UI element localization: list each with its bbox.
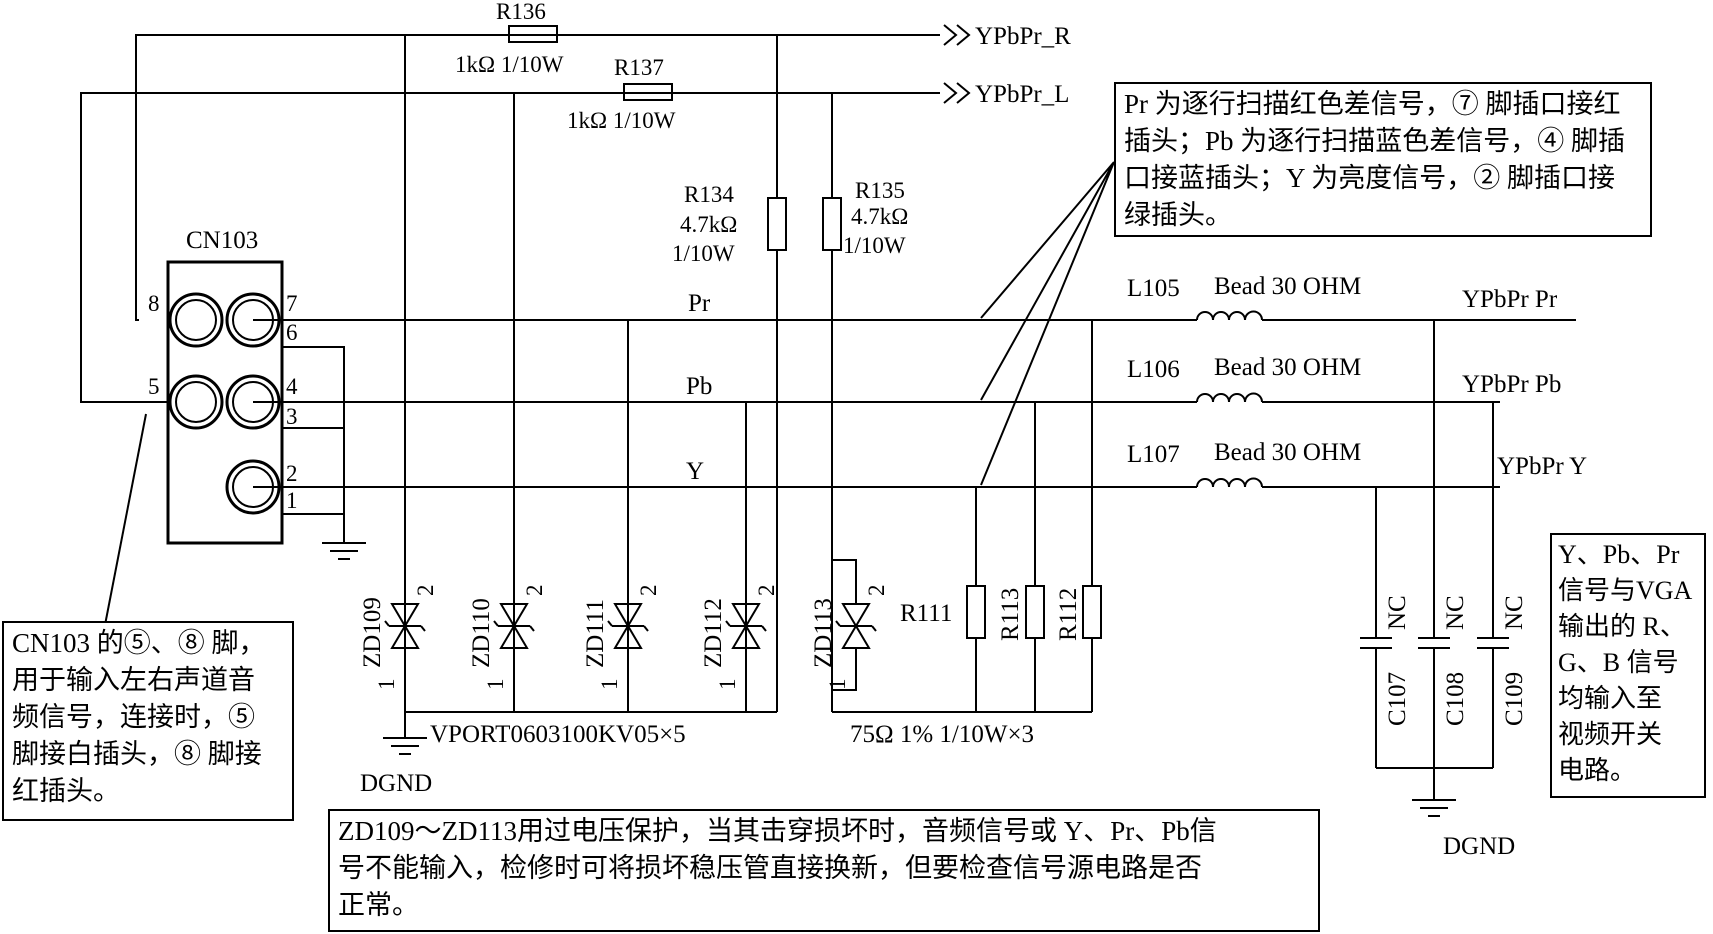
cn103-label: CN103 <box>186 227 258 254</box>
c108-label: C108 <box>1442 672 1469 726</box>
ypbpr-r-label: YPbPr_R <box>975 23 1071 50</box>
zd111-pin1: 1 <box>597 679 622 691</box>
l105-bead: Bead 30 OHM <box>1214 273 1361 300</box>
note-overvoltage-protection: ZD109～ZD113用过电压保护，当其击穿损坏时，音频信号或 Y、Pr、Pb信… <box>328 809 1320 932</box>
zd110-pin1: 1 <box>483 679 508 691</box>
l105-label: L105 <box>1127 275 1180 302</box>
r136-label: R136 <box>496 0 546 24</box>
out-pr-label: YPbPr Pr <box>1462 286 1558 313</box>
c109-nc: NC <box>1501 595 1528 630</box>
zd112-pin1: 1 <box>715 679 740 691</box>
out-y-label: YPbPr Y <box>1497 453 1587 480</box>
pin-7: 7 <box>286 291 298 316</box>
zd110-pin2: 2 <box>522 585 547 597</box>
vport-label: VPORT0603100KV05×5 <box>430 721 686 748</box>
c107-label: C107 <box>1384 672 1411 726</box>
zd113-pin1: 1 <box>825 679 850 691</box>
y-label: Y <box>686 458 704 485</box>
r134-power: 1/10W <box>672 241 735 266</box>
r135-power: 1/10W <box>843 233 906 258</box>
pin-5: 5 <box>148 374 160 399</box>
zd109-pin2: 2 <box>413 585 438 597</box>
r137-label: R137 <box>614 55 664 80</box>
note-ypbpr-pins: Pr 为逐行扫描红色差信号，⑦ 脚插口接红 插头；Pb 为逐行扫描蓝色差信号，④… <box>1114 82 1652 237</box>
pin-4: 4 <box>286 374 298 399</box>
l106-label: L106 <box>1127 356 1180 383</box>
zd109-label: ZD109 <box>359 597 386 668</box>
r112-label: R112 <box>1055 588 1082 641</box>
ypbpr-l-label: YPbPr_L <box>975 81 1069 108</box>
r134-label: R134 <box>684 182 734 207</box>
r137-value: 1kΩ 1/10W <box>567 108 676 133</box>
l107-bead: Bead 30 OHM <box>1214 439 1361 466</box>
zd112-pin2: 2 <box>754 585 779 597</box>
pr-label: Pr <box>688 290 711 317</box>
r135-value: 4.7kΩ <box>851 204 908 229</box>
pb-label: Pb <box>686 373 712 400</box>
zd112-label: ZD112 <box>700 598 727 668</box>
out-pb-label: YPbPr Pb <box>1462 371 1561 398</box>
dgnd-right-label: DGND <box>1443 833 1515 860</box>
l106-bead: Bead 30 OHM <box>1214 354 1361 381</box>
r135-label: R135 <box>855 178 905 203</box>
c107-nc: NC <box>1384 595 1411 630</box>
r136-value: 1kΩ 1/10W <box>455 52 564 77</box>
r134-value: 4.7kΩ <box>680 212 737 237</box>
pin-8: 8 <box>148 291 160 316</box>
zd111-label: ZD111 <box>582 599 609 668</box>
pin-3: 3 <box>286 404 298 429</box>
pin-2: 2 <box>286 461 298 486</box>
pin-1: 1 <box>286 488 298 513</box>
resistor-spec-label: 75Ω 1% 1/10W×3 <box>850 721 1034 748</box>
note-video-switch: Y、Pb、Pr 信号与VGA 输出的 R、 G、B 信号 均输入至 视频开关 电… <box>1550 533 1706 798</box>
zd113-pin2: 2 <box>864 585 889 597</box>
c109-label: C109 <box>1501 672 1528 726</box>
zd113-label: ZD113 <box>810 598 837 668</box>
note-audio-input: CN103 的⑤、⑧ 脚， 用于输入左右声道音 频信号，连接时，⑤ 脚接白插头，… <box>2 621 294 821</box>
zd110-label: ZD110 <box>468 598 495 668</box>
zd109-pin1: 1 <box>374 679 399 691</box>
l107-label: L107 <box>1127 441 1180 468</box>
r111-label: R111 <box>900 600 952 627</box>
zd111-pin2: 2 <box>636 585 661 597</box>
c108-nc: NC <box>1442 595 1469 630</box>
dgnd-left-label: DGND <box>360 770 432 797</box>
pin-6: 6 <box>286 320 298 345</box>
r113-label: R113 <box>997 588 1024 641</box>
